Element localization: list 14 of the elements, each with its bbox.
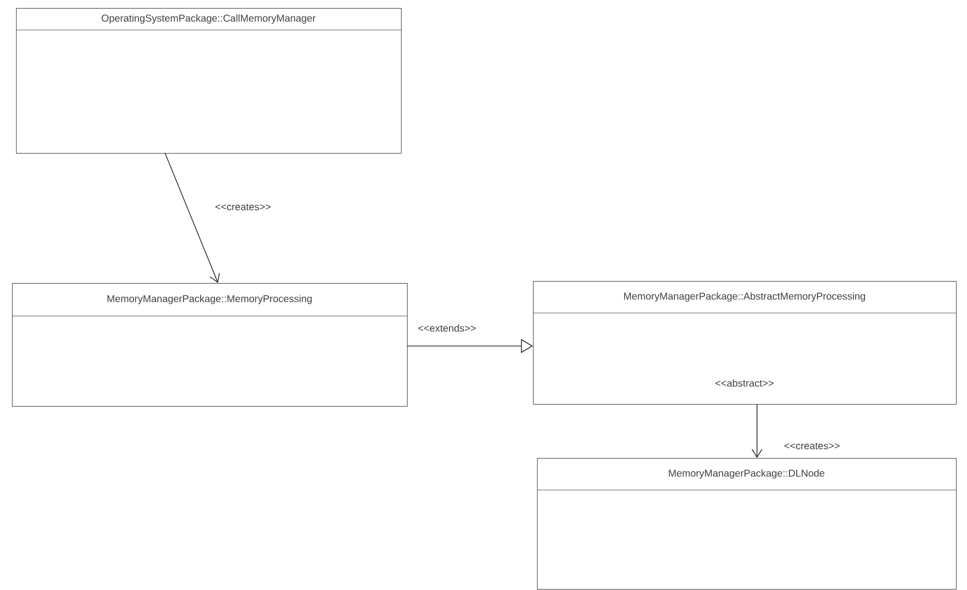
class-name: MemoryManagerPackage::DLNode bbox=[668, 469, 824, 479]
class-box bbox=[532, 281, 957, 405]
class-box bbox=[536, 458, 957, 590]
stereotype-label: <<abstract>> bbox=[716, 379, 774, 387]
class-box bbox=[16, 8, 402, 154]
edge-label: <<creates>> bbox=[214, 202, 272, 212]
arrow bbox=[164, 152, 220, 283]
class-box bbox=[12, 283, 408, 407]
arrow bbox=[752, 404, 762, 458]
edge-label: <<extends>> bbox=[416, 323, 478, 333]
edge-label: <<creates>> bbox=[782, 442, 842, 450]
class-name: MemoryManagerPackage::MemoryProcessing bbox=[108, 294, 312, 304]
class-name: OperatingSystemPackage::CallMemoryManager bbox=[102, 14, 316, 24]
class-name: MemoryManagerPackage::AbstractMemoryProcessing bbox=[624, 292, 865, 302]
